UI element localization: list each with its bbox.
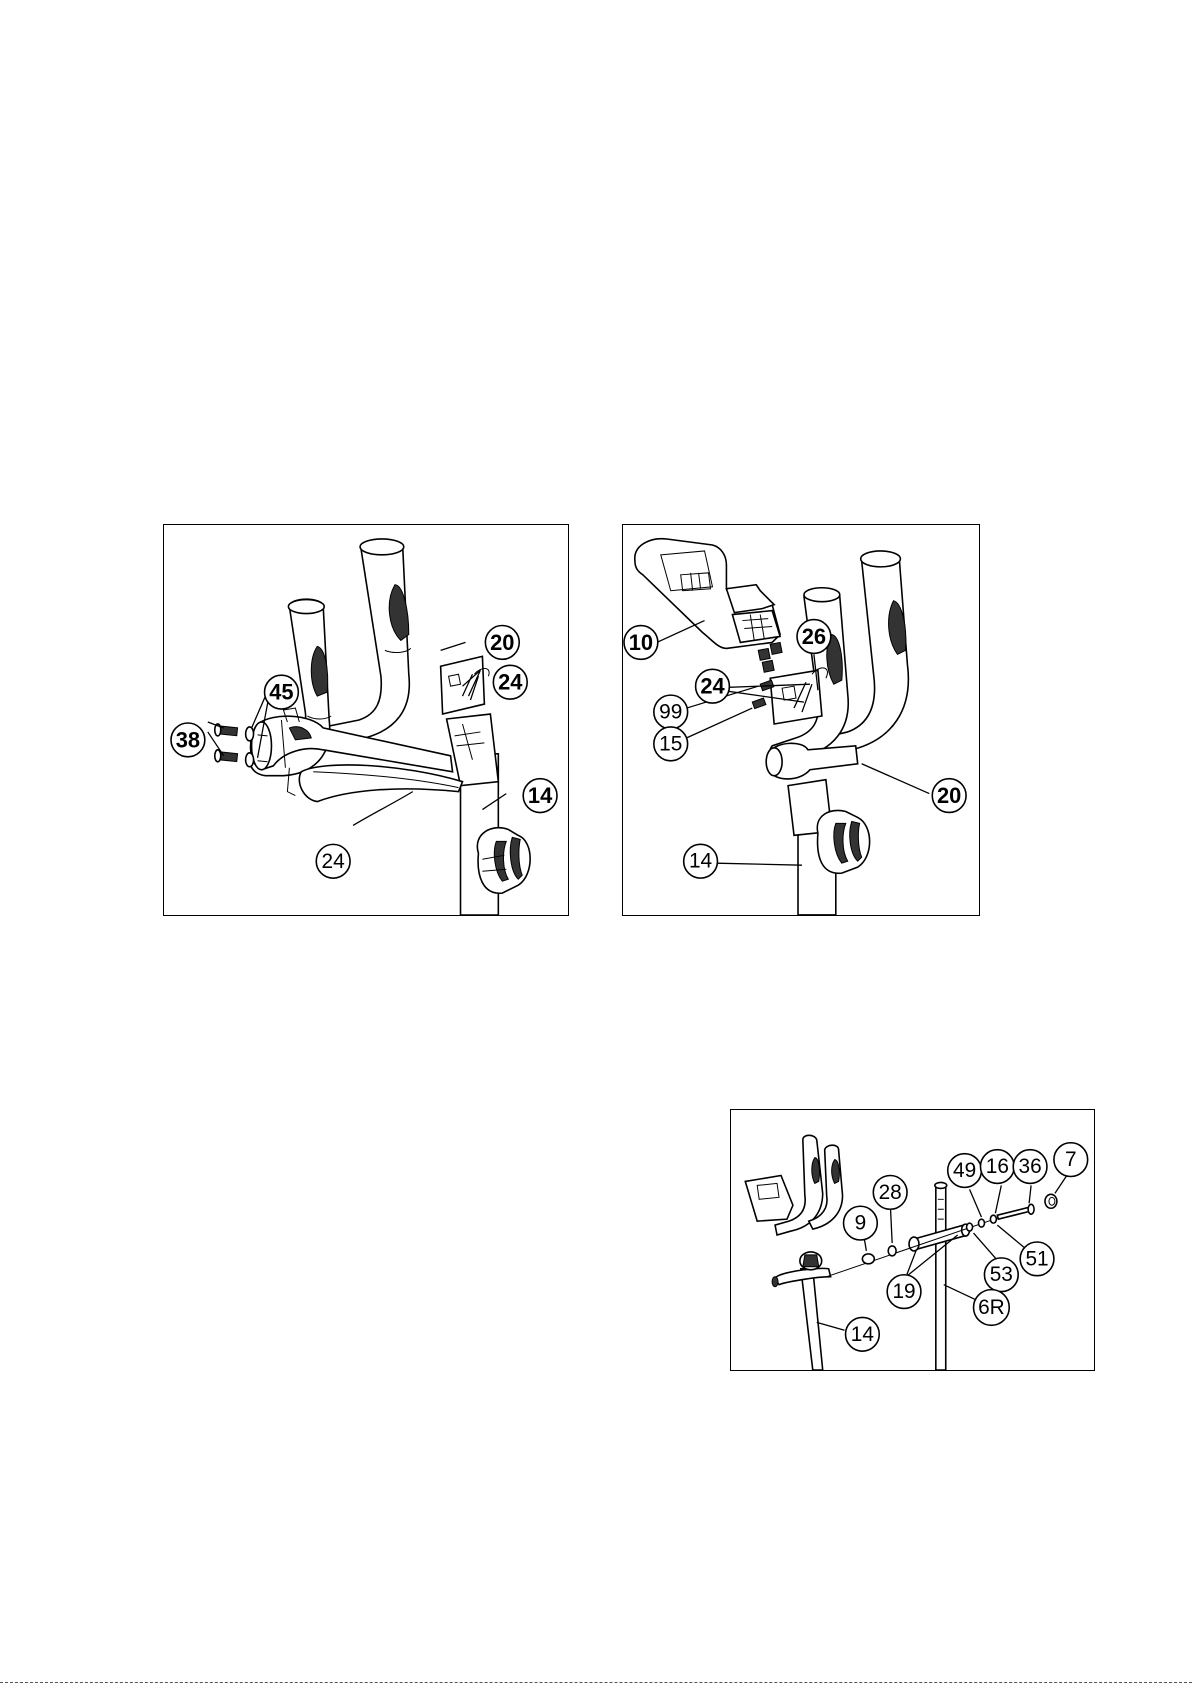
svg-text:45: 45 bbox=[269, 680, 293, 705]
callout-20: 20 bbox=[485, 625, 519, 659]
svg-text:19: 19 bbox=[892, 1280, 915, 1303]
callout-7: 7 bbox=[1054, 1143, 1088, 1177]
svg-text:14: 14 bbox=[689, 850, 712, 873]
bolt-36 bbox=[997, 1204, 1034, 1219]
handlebar-20 bbox=[766, 551, 908, 779]
callout-19: 19 bbox=[887, 1275, 921, 1309]
washer-51 bbox=[990, 1215, 996, 1223]
pedal-arm-illustration: 49 16 36 7 28 9 53 51 bbox=[731, 1110, 1094, 1370]
screw-15 bbox=[752, 698, 766, 709]
svg-text:14: 14 bbox=[528, 783, 553, 808]
svg-text:26: 26 bbox=[802, 624, 826, 649]
handlebar-20 bbox=[250, 539, 452, 796]
assembly-diagram-handlebar-step-a: 20 24 45 38 14 24 bbox=[163, 524, 569, 916]
callout-14: 14 bbox=[523, 779, 557, 813]
svg-text:53: 53 bbox=[990, 1263, 1013, 1286]
assembly-diagram-console-step-b: 10 26 24 99 15 20 14 bbox=[622, 524, 980, 916]
cap-7 bbox=[1045, 1194, 1057, 1208]
callout-49: 49 bbox=[948, 1154, 982, 1188]
svg-text:49: 49 bbox=[953, 1159, 976, 1182]
washer-9 bbox=[862, 1254, 874, 1264]
frame-post-14 bbox=[745, 1135, 842, 1370]
callout-26: 26 bbox=[797, 620, 831, 654]
svg-text:51: 51 bbox=[1025, 1247, 1048, 1270]
callout-53: 53 bbox=[984, 1258, 1018, 1292]
callout-38: 38 bbox=[171, 723, 205, 757]
svg-text:9: 9 bbox=[855, 1212, 867, 1235]
svg-text:28: 28 bbox=[879, 1181, 902, 1204]
bracket-plate-24 bbox=[770, 668, 827, 724]
rear-post-6R bbox=[935, 1182, 947, 1370]
svg-text:24: 24 bbox=[322, 850, 345, 873]
callout-24-plate: 24 bbox=[493, 665, 527, 699]
svg-text:16: 16 bbox=[986, 1155, 1009, 1178]
svg-text:24: 24 bbox=[498, 670, 523, 695]
console-10 bbox=[635, 539, 782, 673]
callout-24-cover: 24 bbox=[316, 844, 350, 878]
callout-16: 16 bbox=[980, 1150, 1014, 1184]
svg-text:15: 15 bbox=[659, 732, 682, 755]
callout-24: 24 bbox=[696, 669, 730, 703]
svg-text:24: 24 bbox=[700, 674, 725, 699]
callout-51: 51 bbox=[1020, 1242, 1054, 1276]
svg-text:36: 36 bbox=[1019, 1155, 1042, 1178]
washer-49 bbox=[978, 1219, 984, 1227]
washer-28 bbox=[888, 1246, 896, 1256]
callout-9: 9 bbox=[844, 1206, 878, 1240]
callout-14: 14 bbox=[846, 1317, 880, 1351]
tension-knob bbox=[477, 828, 530, 894]
callout-10: 10 bbox=[624, 626, 658, 660]
handlebar-mount-illustration: 20 24 45 38 14 24 bbox=[164, 525, 568, 915]
svg-text:10: 10 bbox=[629, 630, 653, 655]
callout-99: 99 bbox=[654, 695, 688, 729]
callout-20: 20 bbox=[932, 779, 966, 813]
page-bottom-rule bbox=[0, 1682, 1192, 1683]
assembly-diagram-pedal-arm-step-c: 49 16 36 7 28 9 53 51 bbox=[730, 1109, 1095, 1371]
svg-text:14: 14 bbox=[851, 1323, 874, 1346]
callout-45: 45 bbox=[265, 675, 299, 709]
console-mount-illustration: 10 26 24 99 15 20 14 bbox=[623, 525, 979, 915]
cover-24 bbox=[299, 765, 462, 802]
upright-post-14 bbox=[447, 714, 531, 915]
callout-28: 28 bbox=[873, 1175, 907, 1209]
tension-knob bbox=[817, 810, 869, 873]
mounting-plate-24 bbox=[441, 656, 490, 714]
svg-text:6R: 6R bbox=[978, 1296, 1005, 1319]
callout-15: 15 bbox=[654, 727, 688, 761]
svg-text:99: 99 bbox=[659, 701, 682, 724]
upright-post-14 bbox=[788, 780, 870, 915]
callout-36: 36 bbox=[1013, 1150, 1047, 1184]
svg-text:20: 20 bbox=[490, 630, 514, 655]
svg-text:7: 7 bbox=[1065, 1148, 1077, 1171]
callout-6R: 6R bbox=[974, 1290, 1010, 1326]
callout-14: 14 bbox=[684, 844, 718, 878]
svg-text:38: 38 bbox=[176, 727, 200, 752]
bolts-38 bbox=[215, 724, 238, 762]
svg-text:20: 20 bbox=[937, 783, 961, 808]
washer-53 bbox=[967, 1223, 973, 1231]
